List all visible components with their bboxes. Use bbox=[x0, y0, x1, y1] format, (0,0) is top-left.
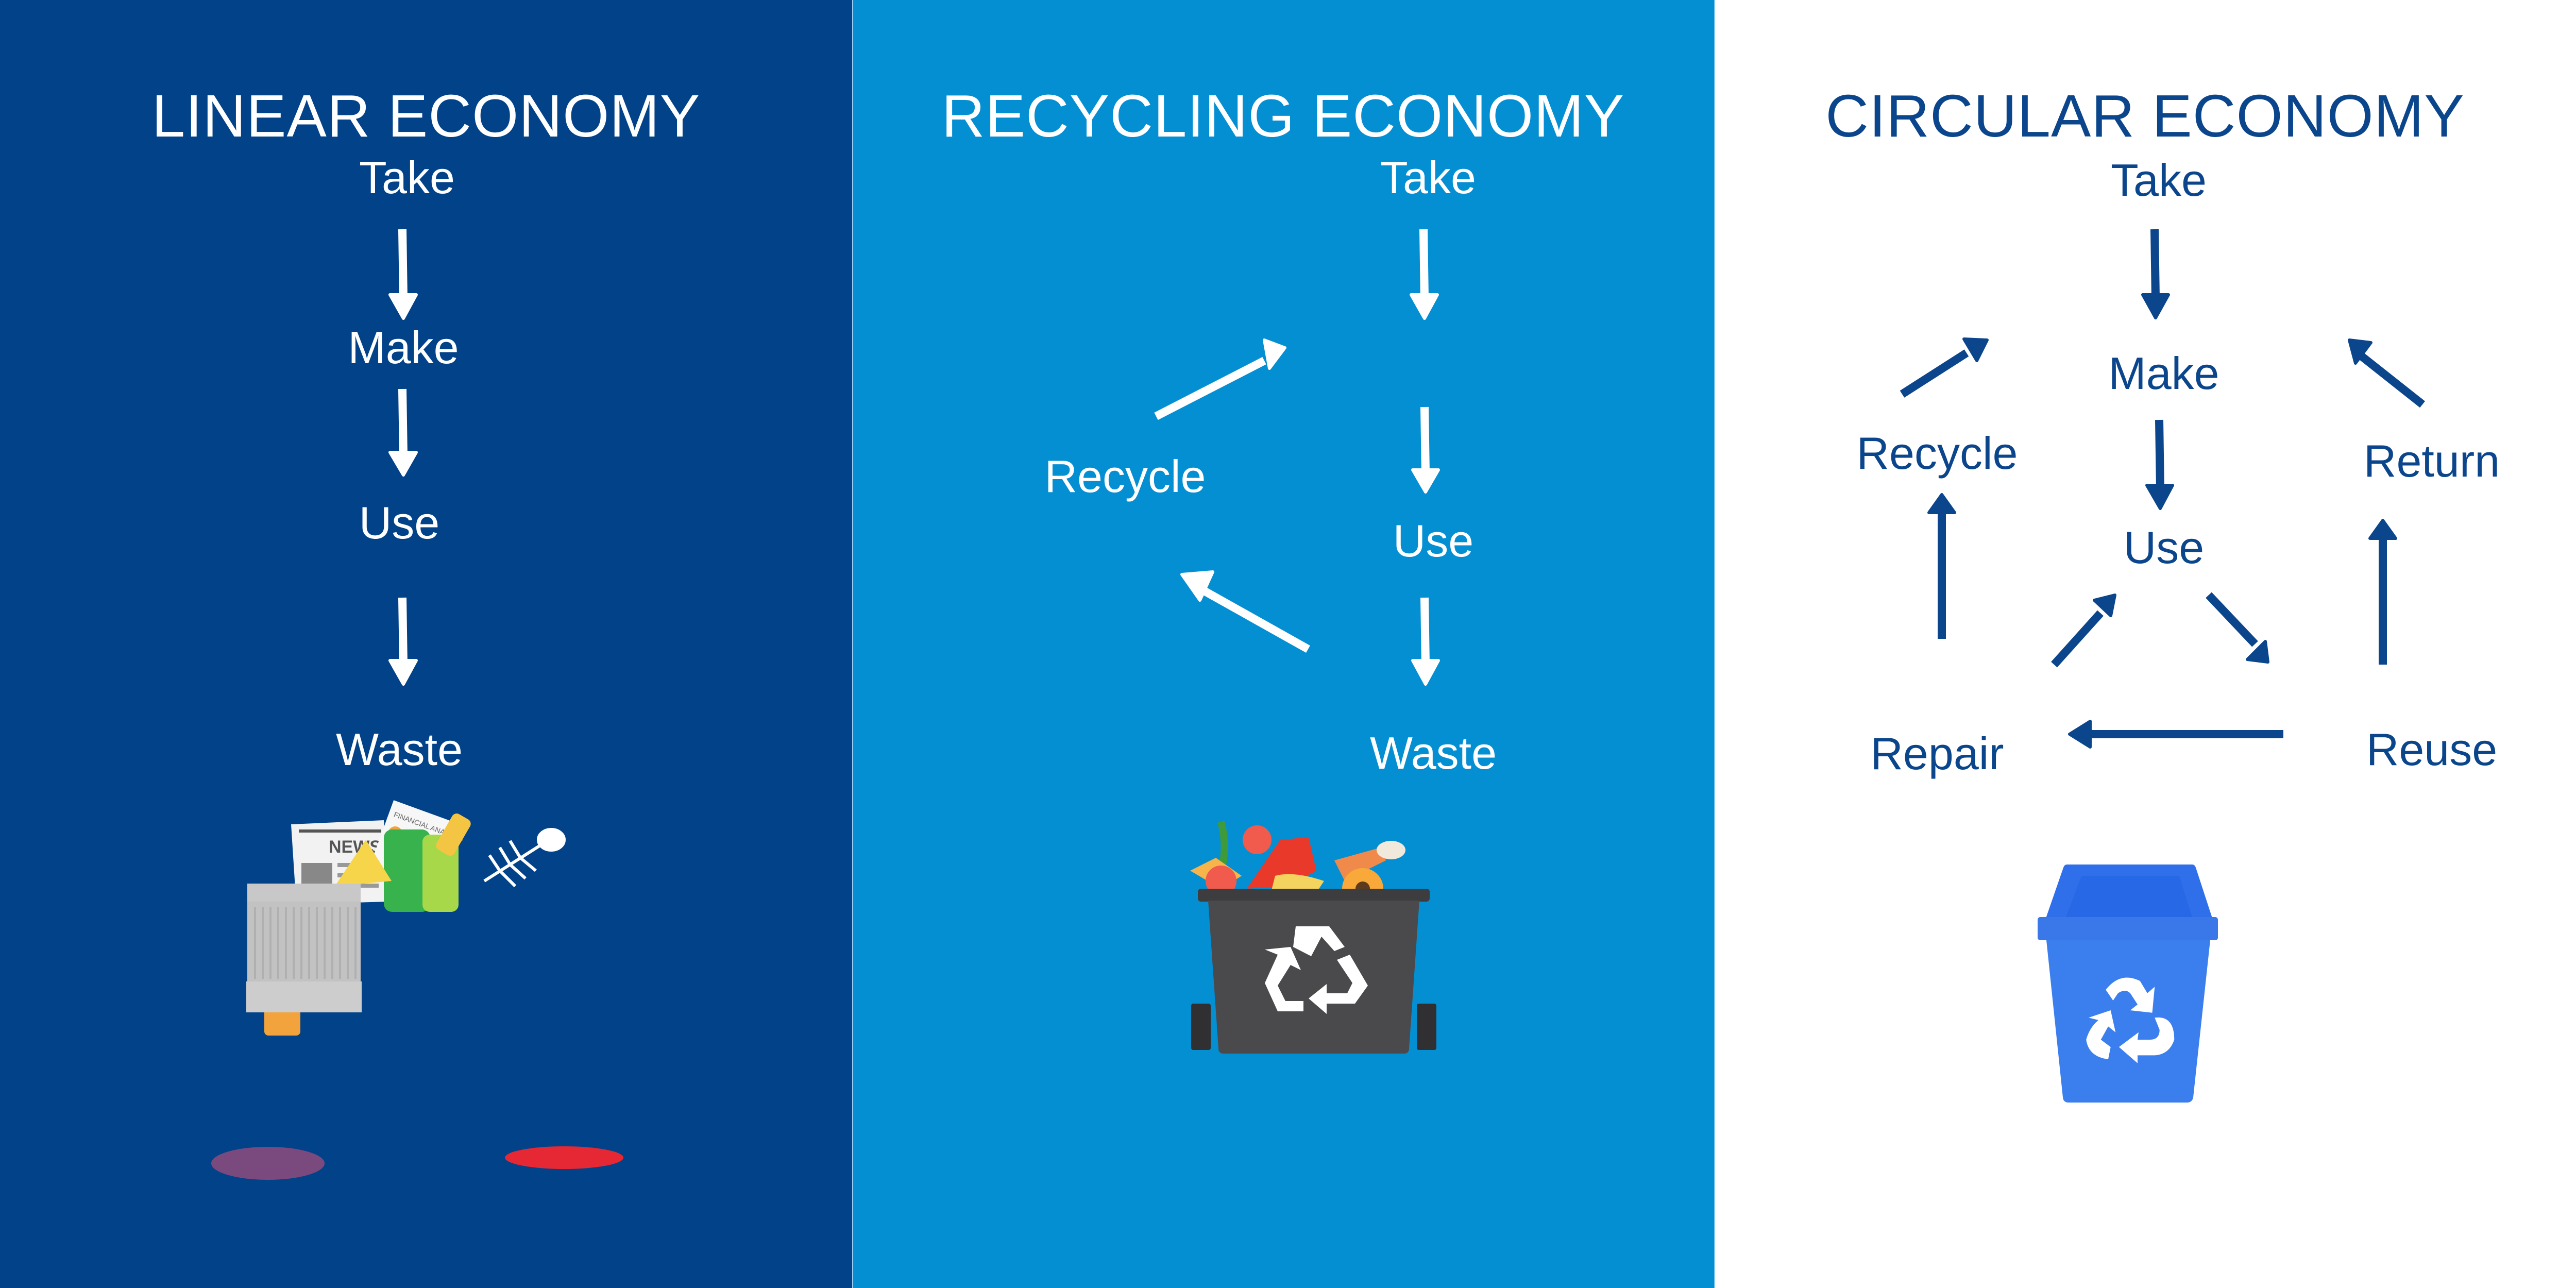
circular-step-return: Return bbox=[2363, 435, 2500, 486]
bin-body bbox=[1208, 901, 1419, 1054]
recycling-step-take: Take bbox=[1380, 152, 1476, 203]
bin-lid-rim bbox=[2038, 917, 2218, 940]
green-bottle bbox=[384, 829, 430, 912]
metal-trash-can bbox=[246, 884, 362, 1012]
arrow-reuse-to-repair bbox=[2068, 720, 2283, 749]
circular-step-reuse: Reuse bbox=[2366, 724, 2498, 775]
arrow-recycle-to-make bbox=[1900, 337, 1989, 398]
circular-step-take: Take bbox=[2111, 155, 2207, 206]
arrow-use-down bbox=[1411, 406, 1440, 494]
arrow-take-to-use bbox=[1410, 229, 1439, 320]
arrow-make-to-use bbox=[2145, 419, 2174, 510]
recycling-step-use: Use bbox=[1393, 515, 1474, 566]
blue-recycle-bin-icon bbox=[2038, 865, 2218, 1103]
right-wheel bbox=[1417, 1004, 1436, 1050]
circular-step-recycle: Recycle bbox=[1856, 428, 2018, 479]
arrow-use-to-waste bbox=[1411, 597, 1440, 686]
arrow-take-to-make bbox=[388, 229, 418, 320]
arrow-use-to-reuse bbox=[2206, 592, 2269, 664]
arrow-take-to-make bbox=[2141, 229, 2170, 319]
circular-economy-panel: CIRCULAR ECONOMY Take Make Recycle Retur… bbox=[1714, 0, 2576, 1288]
circular-step-make: Make bbox=[2108, 348, 2219, 399]
circular-step-use: Use bbox=[2123, 522, 2205, 573]
spill-puddle-red bbox=[505, 1146, 623, 1169]
arrow-repair-to-recycle bbox=[1927, 493, 1956, 639]
recycle-symbol-icon bbox=[1265, 926, 1368, 1014]
arrow-waste-to-recycle bbox=[1180, 570, 1310, 653]
recycling-economy-title: RECYCLING ECONOMY bbox=[941, 82, 1625, 149]
panel-divider-right bbox=[1714, 0, 1715, 1288]
bin-lid bbox=[1198, 889, 1430, 902]
linear-step-use: Use bbox=[359, 497, 440, 548]
recycling-flow-arrows bbox=[1154, 229, 1440, 686]
circular-flow-arrows bbox=[1900, 229, 2425, 749]
arrow-repair-to-use bbox=[2051, 594, 2116, 668]
left-wheel bbox=[1191, 1004, 1211, 1050]
linear-economy-panel: LINEAR ECONOMY Take Make Use Waste bbox=[0, 0, 852, 1288]
trash-scene-detail bbox=[180, 799, 644, 1288]
linear-step-make: Make bbox=[348, 322, 459, 373]
circular-economy-title: CIRCULAR ECONOMY bbox=[1825, 82, 2465, 149]
spill-puddle-brown bbox=[211, 1147, 325, 1180]
panel-divider-left bbox=[852, 0, 853, 1288]
cheese-slice bbox=[335, 840, 392, 886]
recycling-step-recycle: Recycle bbox=[1044, 451, 1206, 502]
overflowing-trash-can-icon: NEWS FINANCIAL ANALYSIS bbox=[211, 800, 623, 1180]
arrow-make-to-use bbox=[388, 388, 418, 477]
linear-economy-title: LINEAR ECONOMY bbox=[151, 82, 701, 149]
spray-bottle bbox=[436, 814, 471, 856]
linear-step-waste: Waste bbox=[335, 724, 463, 775]
fish-bone bbox=[483, 828, 566, 888]
recycling-step-waste: Waste bbox=[1369, 727, 1497, 778]
circular-step-repair: Repair bbox=[1870, 728, 2004, 779]
arrow-reuse-to-return bbox=[2368, 519, 2397, 665]
bin-body bbox=[2046, 940, 2210, 1103]
recycling-wheelie-bin-icon bbox=[1190, 821, 1436, 1054]
recycling-economy-panel: RECYCLING ECONOMY Take Recycle Use Waste bbox=[852, 0, 1714, 1288]
linear-flow-arrows bbox=[388, 229, 418, 686]
arrow-use-to-waste bbox=[388, 597, 418, 686]
recycle-symbol-icon bbox=[2086, 977, 2175, 1063]
arrow-recycle-to-take bbox=[1154, 338, 1286, 420]
linear-step-take: Take bbox=[359, 152, 455, 203]
arrow-return-to-make bbox=[2348, 338, 2425, 408]
